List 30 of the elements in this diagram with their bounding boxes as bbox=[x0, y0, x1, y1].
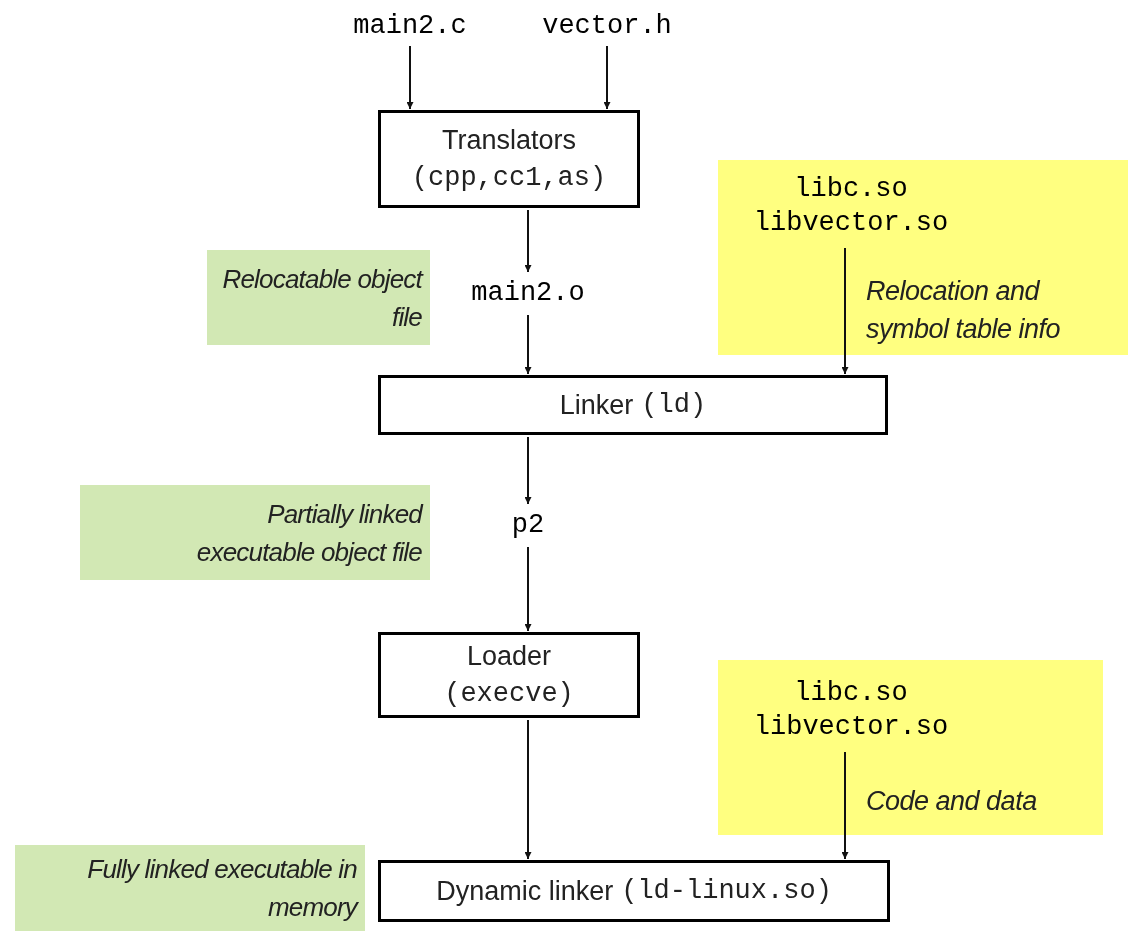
file-name: p2 bbox=[498, 505, 558, 545]
arrow bbox=[524, 314, 532, 375]
command-name: (cpp,cc1,as) bbox=[411, 162, 607, 195]
process-box bbox=[378, 375, 888, 435]
arrow bbox=[524, 436, 532, 505]
process-name: Loader bbox=[466, 640, 552, 673]
file-name: main2.c bbox=[340, 8, 480, 44]
process-name: Dynamic linker bbox=[436, 875, 614, 908]
command-name: (ld-linux.so) bbox=[621, 875, 832, 908]
arrow bbox=[524, 546, 532, 632]
process-box bbox=[378, 632, 640, 718]
file-name: main2.o bbox=[448, 273, 608, 313]
command-name: (ld) bbox=[641, 389, 707, 422]
note-box: Partially linked executable object file bbox=[80, 485, 430, 580]
arrow bbox=[524, 719, 532, 860]
arrow bbox=[841, 751, 849, 860]
process-box bbox=[378, 110, 640, 208]
arrow bbox=[524, 209, 532, 273]
process-box bbox=[378, 860, 890, 922]
process-name: Translators bbox=[441, 124, 576, 157]
arrow bbox=[406, 45, 414, 110]
file-name: vector.h bbox=[527, 8, 687, 44]
file-list: libc.so libvector.so bbox=[728, 676, 974, 750]
file-list: libc.so libvector.so bbox=[728, 172, 974, 246]
process-name: Linker bbox=[559, 389, 634, 422]
arrow bbox=[841, 247, 849, 375]
command-name: (execve) bbox=[444, 678, 574, 711]
note-box: Fully linked executable in memory bbox=[15, 845, 365, 931]
arrow bbox=[603, 45, 611, 110]
note-box: Relocatable object file bbox=[207, 250, 430, 345]
